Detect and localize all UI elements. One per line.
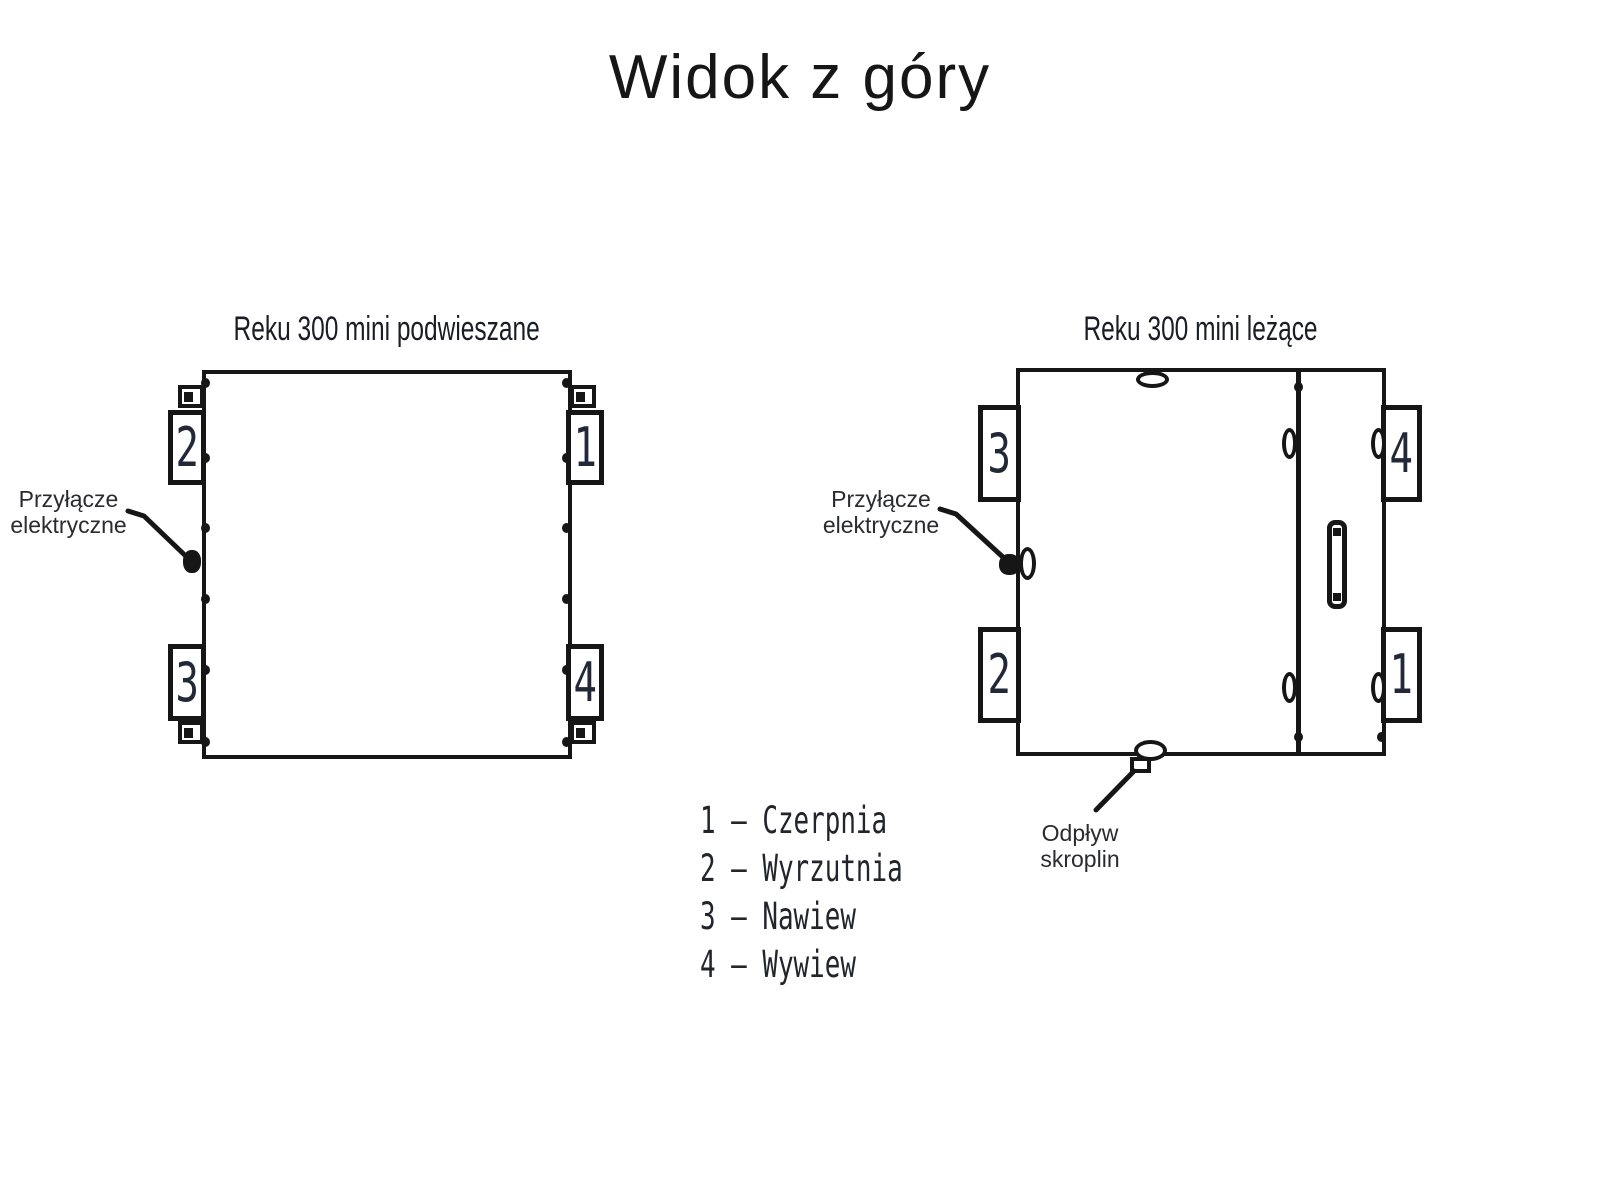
port-top-right: 1 bbox=[566, 410, 604, 485]
port-number: 1 bbox=[1389, 643, 1414, 706]
edge-dot bbox=[201, 594, 210, 604]
screw-oval bbox=[1282, 428, 1297, 459]
edge-dot bbox=[562, 594, 571, 604]
edge-dot bbox=[201, 523, 210, 533]
edge-dot bbox=[201, 665, 210, 675]
edge-dot bbox=[562, 737, 571, 747]
port-number: 2 bbox=[987, 643, 1012, 706]
edge-dot bbox=[562, 665, 571, 675]
diagram-title-podwieszane: Reku 300 mini podwieszane bbox=[233, 310, 541, 348]
port-number: 3 bbox=[987, 421, 1012, 485]
port-top-left: 2 bbox=[168, 410, 206, 485]
edge-dot bbox=[1294, 382, 1303, 392]
screw-oval bbox=[1282, 672, 1297, 703]
edge-dot bbox=[201, 378, 210, 388]
legend-item-czerpnia: 1 – Czerpnia bbox=[700, 799, 888, 842]
edge-dot bbox=[201, 453, 210, 463]
edge-dot bbox=[1377, 732, 1386, 742]
drain-label: Odpływ skroplin bbox=[1040, 820, 1120, 872]
unit-body-podwieszane bbox=[202, 370, 572, 759]
electrical-connector bbox=[999, 554, 1020, 575]
edge-dot bbox=[562, 378, 571, 388]
handle-slot bbox=[1327, 520, 1347, 609]
port-top-left: 3 bbox=[978, 405, 1021, 502]
unit-body-lezace bbox=[1016, 368, 1386, 756]
screw-oval bbox=[1371, 672, 1386, 703]
page-title: Widok z góry bbox=[608, 43, 992, 112]
drain-oval bbox=[1134, 740, 1167, 761]
electrical-connector-oval bbox=[1019, 547, 1036, 580]
port-number: 4 bbox=[1389, 421, 1414, 485]
edge-dot bbox=[1294, 732, 1303, 742]
port-bottom-right: 1 bbox=[1381, 627, 1422, 723]
port-bottom-left: 2 bbox=[978, 627, 1021, 723]
electrical-label: Przyłącze elektryczne bbox=[822, 486, 940, 538]
edge-dot bbox=[201, 737, 210, 747]
edge-dot bbox=[562, 453, 571, 463]
edge-dot bbox=[562, 523, 571, 533]
port-number: 2 bbox=[175, 415, 199, 479]
port-number: 3 bbox=[175, 650, 199, 714]
legend-item-wyrzutnia: 2 – Wyrzutnia bbox=[700, 847, 903, 890]
mounting-clip bbox=[178, 385, 204, 408]
legend-item-wywiew: 4 – Wywiew bbox=[700, 943, 856, 986]
electrical-label: Przyłącze elektryczne bbox=[10, 486, 127, 538]
mounting-clip bbox=[570, 721, 596, 744]
port-number: 1 bbox=[573, 415, 597, 479]
diagram-title-lezace: Reku 300 mini leżące bbox=[1083, 310, 1319, 348]
screw-oval bbox=[1371, 428, 1386, 459]
port-top-right: 4 bbox=[1381, 405, 1422, 502]
port-bottom-right: 4 bbox=[566, 644, 604, 721]
mounting-clip bbox=[178, 721, 204, 744]
legend-item-nawiew: 3 – Nawiew bbox=[700, 895, 856, 938]
port-number: 4 bbox=[573, 650, 597, 714]
electrical-connector bbox=[183, 550, 201, 573]
mounting-clip bbox=[570, 385, 596, 408]
port-bottom-left: 3 bbox=[168, 644, 206, 721]
compartment-divider bbox=[1296, 368, 1301, 756]
legend: 1 – Czerpnia 2 – Wyrzutnia 3 – Nawiew 4 … bbox=[700, 797, 990, 989]
top-vent-oval bbox=[1136, 371, 1169, 388]
